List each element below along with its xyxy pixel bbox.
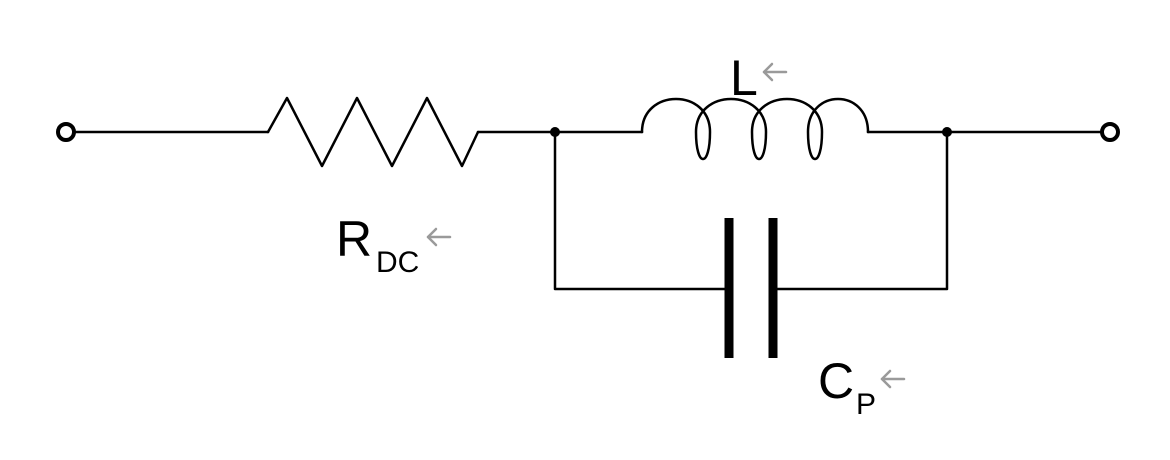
label-inductor: L — [730, 50, 788, 106]
wire-cap-right — [771, 130, 949, 291]
label-resistor-symbol: R — [336, 211, 372, 267]
label-capacitor-subscript: P — [856, 388, 876, 421]
label-resistor: R DC — [336, 211, 452, 279]
label-inductor-symbol: L — [730, 50, 758, 106]
terminal-left — [56, 122, 76, 142]
terminal-right — [1100, 122, 1120, 142]
inductor-symbol — [640, 97, 870, 161]
label-resistor-subscript: DC — [376, 246, 419, 279]
label-capacitor: C P — [818, 353, 906, 421]
wire-cap-left — [553, 130, 731, 291]
label-capacitor-symbol: C — [818, 353, 854, 409]
resistor-symbol — [266, 96, 480, 168]
